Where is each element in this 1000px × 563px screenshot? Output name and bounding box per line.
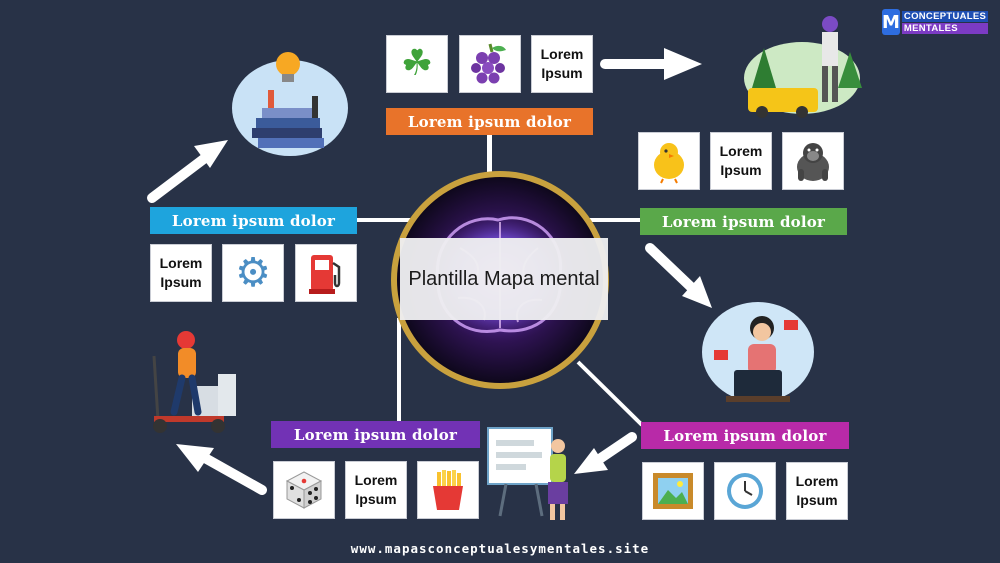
right-card-chick <box>638 132 700 190</box>
connector-right <box>588 218 646 222</box>
connector-top <box>487 134 492 174</box>
gorilla-icon <box>797 143 829 181</box>
golf-illustration <box>744 16 862 118</box>
fries-icon <box>433 470 463 510</box>
top-card-grapes <box>459 35 521 93</box>
card-text-line: Ipsum <box>541 65 583 81</box>
bottom-right-card-clock <box>714 462 776 520</box>
card-text-line: Ipsum <box>796 492 838 508</box>
dice-icon <box>285 471 323 509</box>
top-branch-label: Lorem ipsum dolor <box>386 108 593 135</box>
footer-url[interactable]: www.mapasconceptualesymentales.site <box>350 541 650 556</box>
brand-logo[interactable]: M CONCEPTUALES MENTALES <box>882 9 989 35</box>
card-text-line: Lorem <box>540 46 584 62</box>
bottom-left-card-dice <box>273 461 335 519</box>
woman-laptop-illustration <box>702 302 814 402</box>
books-idea-illustration <box>232 52 348 156</box>
card-text-line: Lorem <box>719 143 763 159</box>
bottom-right-card-picture <box>642 462 704 520</box>
top-card-clover: ☘ <box>386 35 448 93</box>
fuel-pump-icon <box>309 255 341 294</box>
presenter-board-illustration <box>487 427 568 520</box>
central-title: Plantilla Mapa mental <box>400 238 608 320</box>
bottom-left-branch-label: Lorem ipsum dolor <box>271 421 480 448</box>
left-card-gear: ⚙ <box>222 244 284 302</box>
card-text-line: Ipsum <box>160 274 202 290</box>
card-text-line: Lorem <box>795 473 839 489</box>
scooter-rider-illustration <box>152 331 236 433</box>
chick-icon <box>654 143 684 184</box>
card-text-line: Lorem <box>354 472 398 488</box>
bottom-left-card-fries <box>417 461 479 519</box>
card-text-line: Ipsum <box>720 162 762 178</box>
clock-icon <box>727 473 763 509</box>
logo-mark: M <box>882 9 900 35</box>
bottom-right-branch-label: Lorem ipsum dolor <box>641 422 849 449</box>
framed-picture-icon <box>653 473 693 509</box>
gear-icon: ⚙ <box>235 250 271 296</box>
four-leaf-clover-icon: ☘ <box>400 43 434 84</box>
grapes-icon <box>471 43 506 84</box>
right-card-gorilla <box>782 132 844 190</box>
connector-bottom-left <box>397 318 401 423</box>
right-branch-label: Lorem ipsum dolor <box>640 208 847 235</box>
card-text-line: Lorem <box>159 255 203 271</box>
card-text-line: Ipsum <box>355 491 397 507</box>
logo-line1: CONCEPTUALES <box>901 10 989 22</box>
left-card-fuel <box>295 244 357 302</box>
connector-left <box>357 218 415 222</box>
left-branch-label: Lorem ipsum dolor <box>150 207 357 234</box>
logo-line2: MENTALES <box>901 22 989 34</box>
